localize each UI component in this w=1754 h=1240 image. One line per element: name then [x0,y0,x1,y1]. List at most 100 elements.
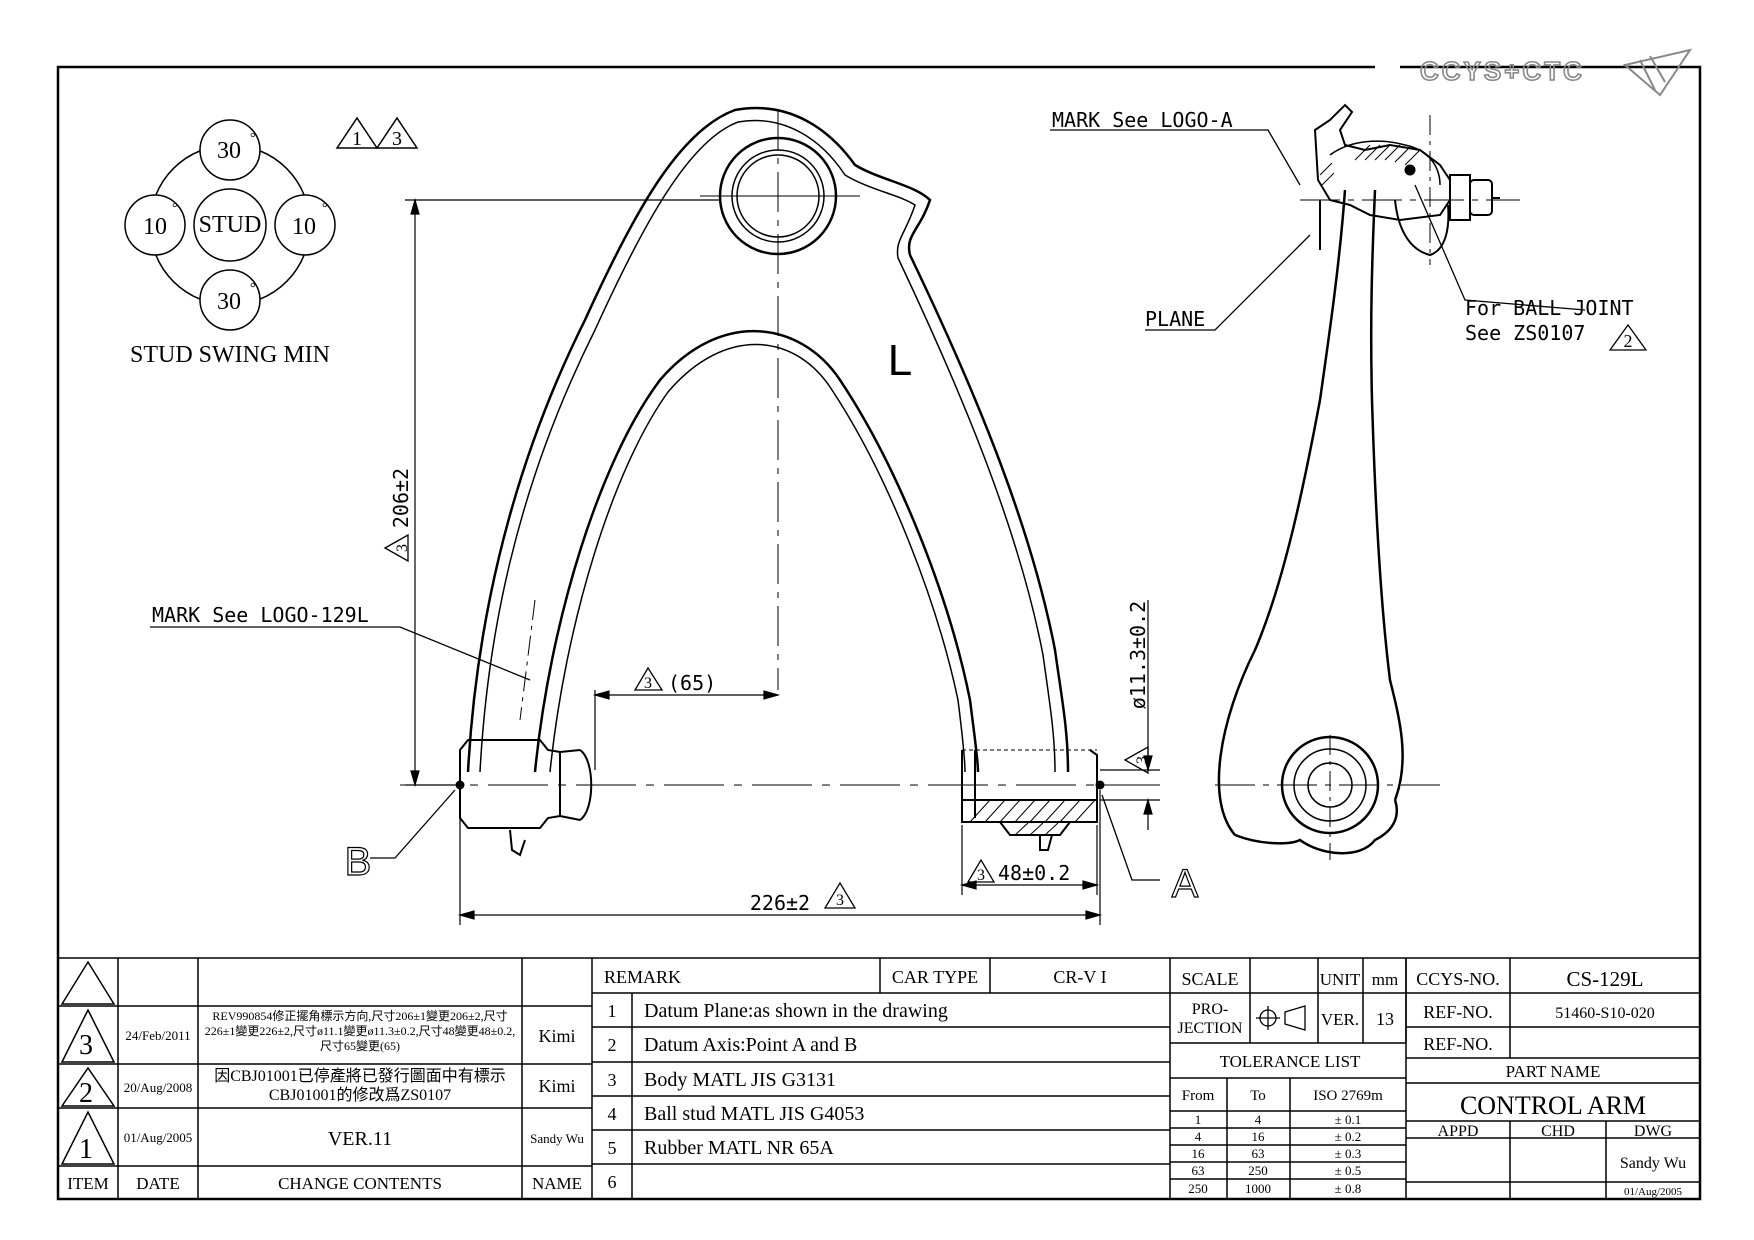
control-arm-side-view [1215,103,1520,860]
svg-text:3: 3 [392,128,402,150]
svg-text:3: 3 [1134,756,1151,764]
svg-text:1: 1 [352,128,362,150]
svg-text:± 0.1: ± 0.1 [1335,1112,1362,1127]
side-letter: L [888,336,912,385]
plane-label: PLANE [1145,307,1205,331]
ccys-no-label: CCYS-NO. [1416,969,1500,989]
company-logo: CCYS+CTC [1419,48,1693,97]
rev-name-3: Kimi [538,1026,575,1046]
remark-item-5: Rubber MATL NR 65A [644,1137,834,1159]
tolerance-rows: 1 4 ± 0.1 4 16 ± 0.2 16 63 ± 0.3 63 250 … [1188,1112,1361,1196]
chd-label: CHD [1541,1123,1575,1140]
svg-text:± 0.8: ± 0.8 [1335,1181,1362,1196]
title-block-grid [58,957,1700,1199]
header-date: DATE [136,1174,179,1193]
header-change-contents: CHANGE CONTENTS [278,1174,442,1193]
svg-text:2: 2 [608,1035,617,1055]
svg-text:°: ° [172,201,178,216]
svg-text:CCYS+CTC: CCYS+CTC [1420,56,1585,86]
dwg-label: DWG [1634,1123,1673,1140]
svg-text:63: 63 [1192,1163,1205,1178]
projection-label-2: JECTION [1178,1020,1243,1037]
header-item: ITEM [67,1174,109,1193]
rev-mark-3: 3 [79,1030,93,1061]
svg-text:°: ° [250,281,256,296]
svg-text:± 0.5: ± 0.5 [1335,1163,1362,1178]
svg-text:ISO 2769m: ISO 2769m [1313,1088,1383,1104]
remark-item-3: Body MATL JIS G3131 [644,1069,836,1091]
remark-item-1: Datum Plane:as shown in the drawing [644,1000,948,1022]
svg-text:6: 6 [608,1172,617,1192]
svg-text:°: ° [322,201,328,216]
dim-height: 206±2 [389,468,413,528]
svg-text:2: 2 [1624,331,1633,351]
mark-logo-a-label: MARK See LOGO-A [1052,108,1233,132]
rev-mark-1: 1 [79,1134,93,1165]
svg-text:4: 4 [1195,1129,1202,1144]
svg-text:1000: 1000 [1245,1181,1271,1196]
annotations [150,129,1586,881]
rev-date-2: 20/Aug/2008 [124,1080,193,1095]
mark-logo-129l-label: MARK See LOGO-129L [152,603,369,627]
stud-swing-diagram: STUD 30 30 10 10 ° ° ° ° STUD SWING MIN [124,119,336,368]
ver-value: 13 [1376,1009,1394,1029]
svg-text:63: 63 [1252,1146,1265,1161]
car-type-value: CR-V I [1053,967,1106,987]
ref-no-label-2: REF-NO. [1423,1034,1493,1054]
car-type-label: CAR TYPE [892,967,978,987]
rev-date-3: 24/Feb/2011 [125,1028,190,1043]
rev-name-1: Sandy Wu [530,1131,584,1146]
svg-text:16: 16 [1252,1129,1266,1144]
remark-item-2: Datum Axis:Point A and B [644,1034,857,1056]
svg-text:16: 16 [1192,1146,1206,1161]
remark-item-4: Ball stud MATL JIS G4053 [644,1103,864,1125]
revision-marks-top: 1 3 [335,116,419,150]
svg-text:4: 4 [1255,1112,1262,1127]
ref-no-label: REF-NO. [1423,1002,1493,1022]
point-a-label: A [1172,862,1199,906]
svg-text:4: 4 [608,1104,617,1124]
rev-content-3: REV990854修正擺角標示方向,尺寸206±1變更206±2,尺寸226±1… [204,1009,516,1053]
swing-right-value: 10 [292,214,316,240]
unit-label: UNIT [1320,970,1361,989]
svg-text:3: 3 [644,675,652,692]
dim-65: (65) [668,671,716,695]
swing-left-value: 10 [143,214,167,240]
svg-text:°: ° [250,131,256,146]
svg-text:3: 3 [608,1070,617,1090]
ref-no-value: 51460-S10-020 [1555,1005,1655,1022]
appd-label: APPD [1438,1123,1479,1140]
sheet-border [56,65,1702,1201]
remark-header: REMARK [604,967,681,987]
swing-bottom-value: 30 [217,289,241,315]
svg-text:From: From [1182,1088,1215,1104]
svg-text:± 0.3: ± 0.3 [1335,1146,1362,1161]
svg-text:3: 3 [394,544,411,552]
ball-joint-note-line1: For BALL JOINT [1465,296,1634,320]
header-name: NAME [532,1174,582,1193]
dimensions [405,197,1160,925]
stud-swing-caption: STUD SWING MIN [130,342,330,368]
svg-text:± 0.2: ± 0.2 [1335,1129,1362,1144]
ball-joint-note-line2: See ZS0107 [1465,321,1585,345]
rev-name-2: Kimi [538,1076,575,1096]
projection-symbol-icon [1256,1005,1306,1031]
rev-date-1: 01/Aug/2005 [124,1130,193,1145]
drawn-date: 01/Aug/2005 [1624,1186,1683,1198]
ccys-no-value: CS-129L [1566,967,1643,991]
svg-text:250: 250 [1248,1163,1268,1178]
scale-label: SCALE [1181,969,1238,989]
dim-226: 226±2 [750,891,810,915]
svg-text:3: 3 [977,867,985,884]
svg-text:1: 1 [1195,1112,1202,1127]
dim-48: 48±0.2 [998,861,1070,885]
rev-content-1: VER.11 [328,1128,392,1150]
svg-text:5: 5 [608,1138,617,1158]
svg-text:1: 1 [608,1001,617,1021]
part-name-label: PART NAME [1506,1062,1601,1081]
projection-label-1: PRO- [1192,1001,1228,1018]
rev-content-2: 因CBJ01001已停產將已發行圖面中有標示CBJ01001的修改爲ZS0107 [214,1068,506,1104]
ver-label: VER. [1321,1010,1359,1029]
swing-top-value: 30 [217,138,241,164]
